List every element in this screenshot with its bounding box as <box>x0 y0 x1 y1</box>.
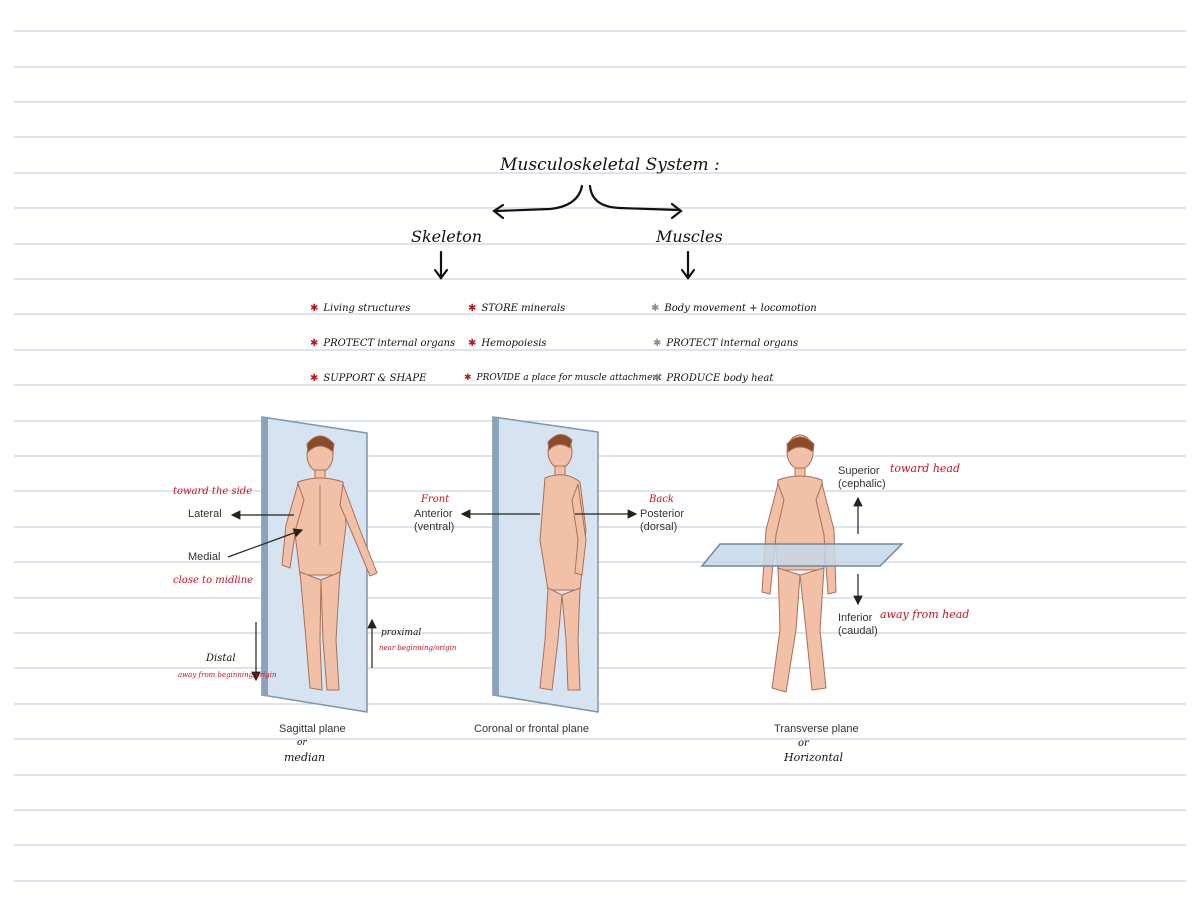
star-icon: ✱ <box>310 303 319 314</box>
list-item: ✱Body movement + locomotion <box>651 303 817 314</box>
notes-title: Musculoskeletal System : <box>500 155 720 175</box>
list-item: ✱Living structures <box>310 303 411 314</box>
back-note: Back <box>649 494 674 505</box>
anterior-label: Anterior <box>414 508 453 520</box>
star-icon: ✱ <box>653 373 662 384</box>
star-icon: ✱ <box>468 303 477 314</box>
proximal-note: proximal <box>381 628 422 638</box>
away-head-note: away from head <box>880 608 970 621</box>
sagittal-caption-or: or <box>297 738 307 748</box>
medial-label: Medial <box>188 551 221 563</box>
transverse-caption-horizontal: Horizontal <box>784 751 843 764</box>
cephalic-label: (cephalic) <box>838 478 886 490</box>
star-icon: ✱ <box>464 373 472 383</box>
transverse-plane-sheet <box>700 543 904 567</box>
transverse-plane-diagram <box>700 434 904 693</box>
sagittal-caption: Sagittal plane <box>279 723 346 735</box>
transverse-caption: Transverse plane <box>774 723 859 735</box>
superior-label: Superior <box>838 465 880 477</box>
branch-muscles: Muscles <box>656 227 723 246</box>
list-item: ✱Hemopoiesis <box>468 338 547 349</box>
posterior-label: Posterior <box>640 508 685 520</box>
toward-side-note: toward the side <box>173 486 253 497</box>
dorsal-label: (dorsal) <box>640 521 678 533</box>
coronal-plane-diagram <box>460 416 638 713</box>
close-midline-note: close to midline <box>173 575 254 586</box>
branch-skeleton: Skeleton <box>411 227 483 246</box>
star-icon: ✱ <box>468 338 477 349</box>
list-item: ✱PROVIDE a place for muscle attachment <box>464 373 662 383</box>
toward-head-note: toward head <box>890 462 961 475</box>
list-item: ✱PRODUCE body heat <box>653 373 774 384</box>
star-icon: ✱ <box>651 303 660 314</box>
list-item: ✱STORE minerals <box>468 303 566 314</box>
proximal-sub-note: near beginning/origin <box>379 644 457 652</box>
star-icon: ✱ <box>310 373 319 384</box>
ventral-label: (ventral) <box>414 521 455 533</box>
lateral-label: Lateral <box>188 508 222 520</box>
distal-sub-note: away from beginning/origin <box>178 671 277 679</box>
list-item: ✱SUPPORT & SHAPE <box>310 373 427 384</box>
list-item: ✱PROTECT internal organs <box>653 338 799 349</box>
inferior-label: Inferior <box>838 612 873 624</box>
coronal-caption: Coronal or frontal plane <box>474 723 589 735</box>
star-icon: ✱ <box>310 338 319 349</box>
star-icon: ✱ <box>653 338 662 349</box>
list-item: ✱PROTECT internal organs <box>310 338 456 349</box>
front-note: Front <box>421 494 450 505</box>
human-figure-side <box>539 434 587 691</box>
transverse-caption-or: or <box>798 738 809 749</box>
distal-note: Distal <box>206 653 236 664</box>
sagittal-caption-median: median <box>284 751 326 764</box>
caudal-label: (caudal) <box>838 625 878 637</box>
sagittal-plane-diagram <box>227 416 378 713</box>
